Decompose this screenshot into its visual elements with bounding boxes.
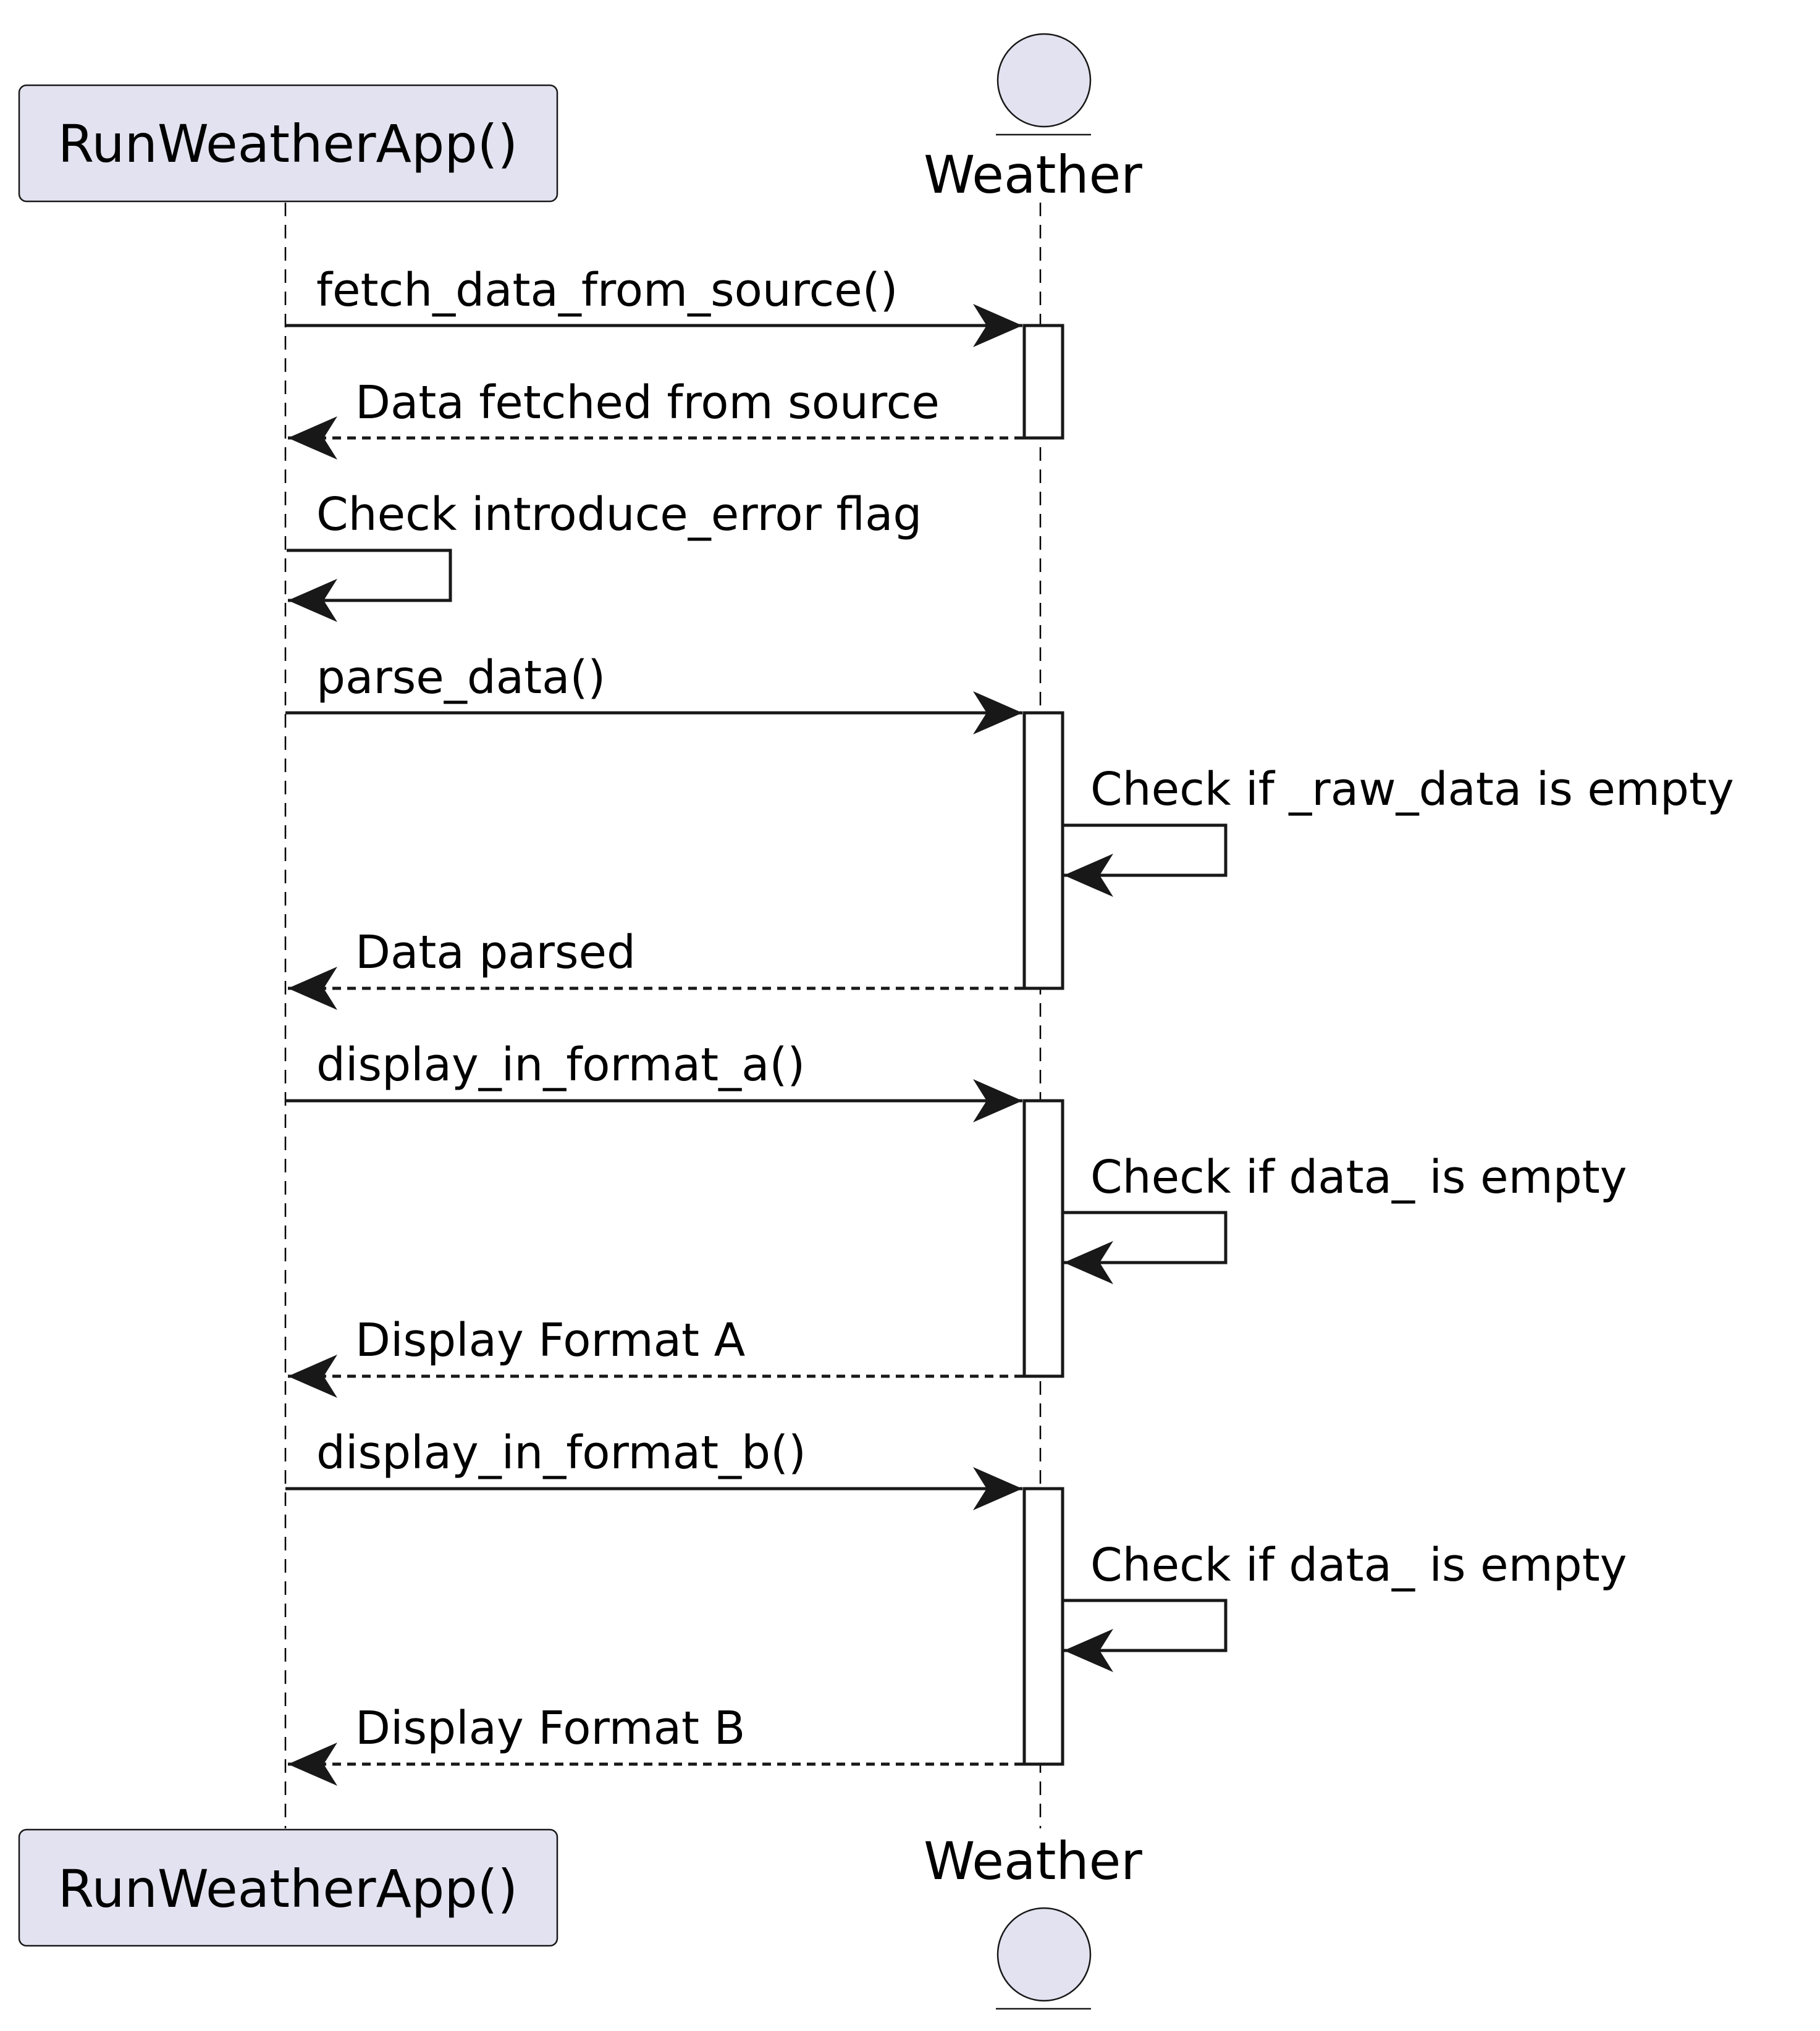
activation-bar xyxy=(1022,711,1064,990)
participant-label: RunWeatherApp() xyxy=(58,1859,518,1919)
message-label: Check if data_ is empty xyxy=(1090,1539,1627,1592)
self-message-arrow xyxy=(1063,823,1228,897)
activation-bar xyxy=(1022,324,1064,440)
participant-runweatherapp-top: RunWeatherApp() xyxy=(18,84,558,203)
message-parse-data: parse_data() xyxy=(285,651,1022,734)
self-message-arrow xyxy=(1063,1599,1228,1672)
self-message-arrow xyxy=(287,549,452,622)
message-label: fetch_data_from_source() xyxy=(316,264,898,317)
message-label: parse_data() xyxy=(316,651,605,704)
participant-label: Weather xyxy=(924,145,1142,205)
message-label: Check if _raw_data is empty xyxy=(1090,763,1734,816)
participant-label: Weather xyxy=(924,1831,1142,1891)
entity-icon xyxy=(996,33,1092,128)
message-display-in-format-b: display_in_format_b() xyxy=(285,1426,1022,1510)
activation-bar xyxy=(1022,1487,1064,1766)
self-message-arrow xyxy=(1063,1211,1228,1284)
message-display-format-b-return: Display Format B xyxy=(288,1702,1023,1786)
message-data-parsed-return: Data parsed xyxy=(288,926,1023,1010)
message-check-introduce-error-flag: Check introduce_error flag xyxy=(287,488,922,622)
message-fetch-data-from-source: fetch_data_from_source() xyxy=(285,264,1022,347)
activation-bar xyxy=(1022,1099,1064,1378)
participant-weather-top: Weather xyxy=(924,33,1142,205)
message-label: Check introduce_error flag xyxy=(316,488,922,541)
message-label: display_in_format_a() xyxy=(316,1038,805,1091)
message-data-fetched-return: Data fetched from source xyxy=(288,376,1023,460)
message-label: Display Format B xyxy=(355,1702,745,1755)
participant-box xyxy=(18,1828,558,1947)
message-check-raw-data-empty: Check if _raw_data is empty xyxy=(1063,763,1734,897)
message-label: Display Format A xyxy=(355,1314,746,1367)
entity-icon xyxy=(996,1907,1092,2002)
participant-weather-bottom: Weather xyxy=(924,1831,1142,2010)
message-label: Data fetched from source xyxy=(355,376,940,429)
message-label: Check if data_ is empty xyxy=(1090,1151,1627,1204)
participant-label: RunWeatherApp() xyxy=(58,114,518,174)
message-display-format-a-return: Display Format A xyxy=(288,1314,1023,1398)
message-label: display_in_format_b() xyxy=(316,1426,806,1479)
message-check-data-empty-b: Check if data_ is empty xyxy=(1063,1539,1627,1672)
message-display-in-format-a: display_in_format_a() xyxy=(285,1038,1022,1122)
message-check-data-empty-a: Check if data_ is empty xyxy=(1063,1151,1627,1284)
message-label: Data parsed xyxy=(355,926,636,979)
participant-box xyxy=(18,84,558,203)
participant-runweatherapp-bottom: RunWeatherApp() xyxy=(18,1828,558,1947)
